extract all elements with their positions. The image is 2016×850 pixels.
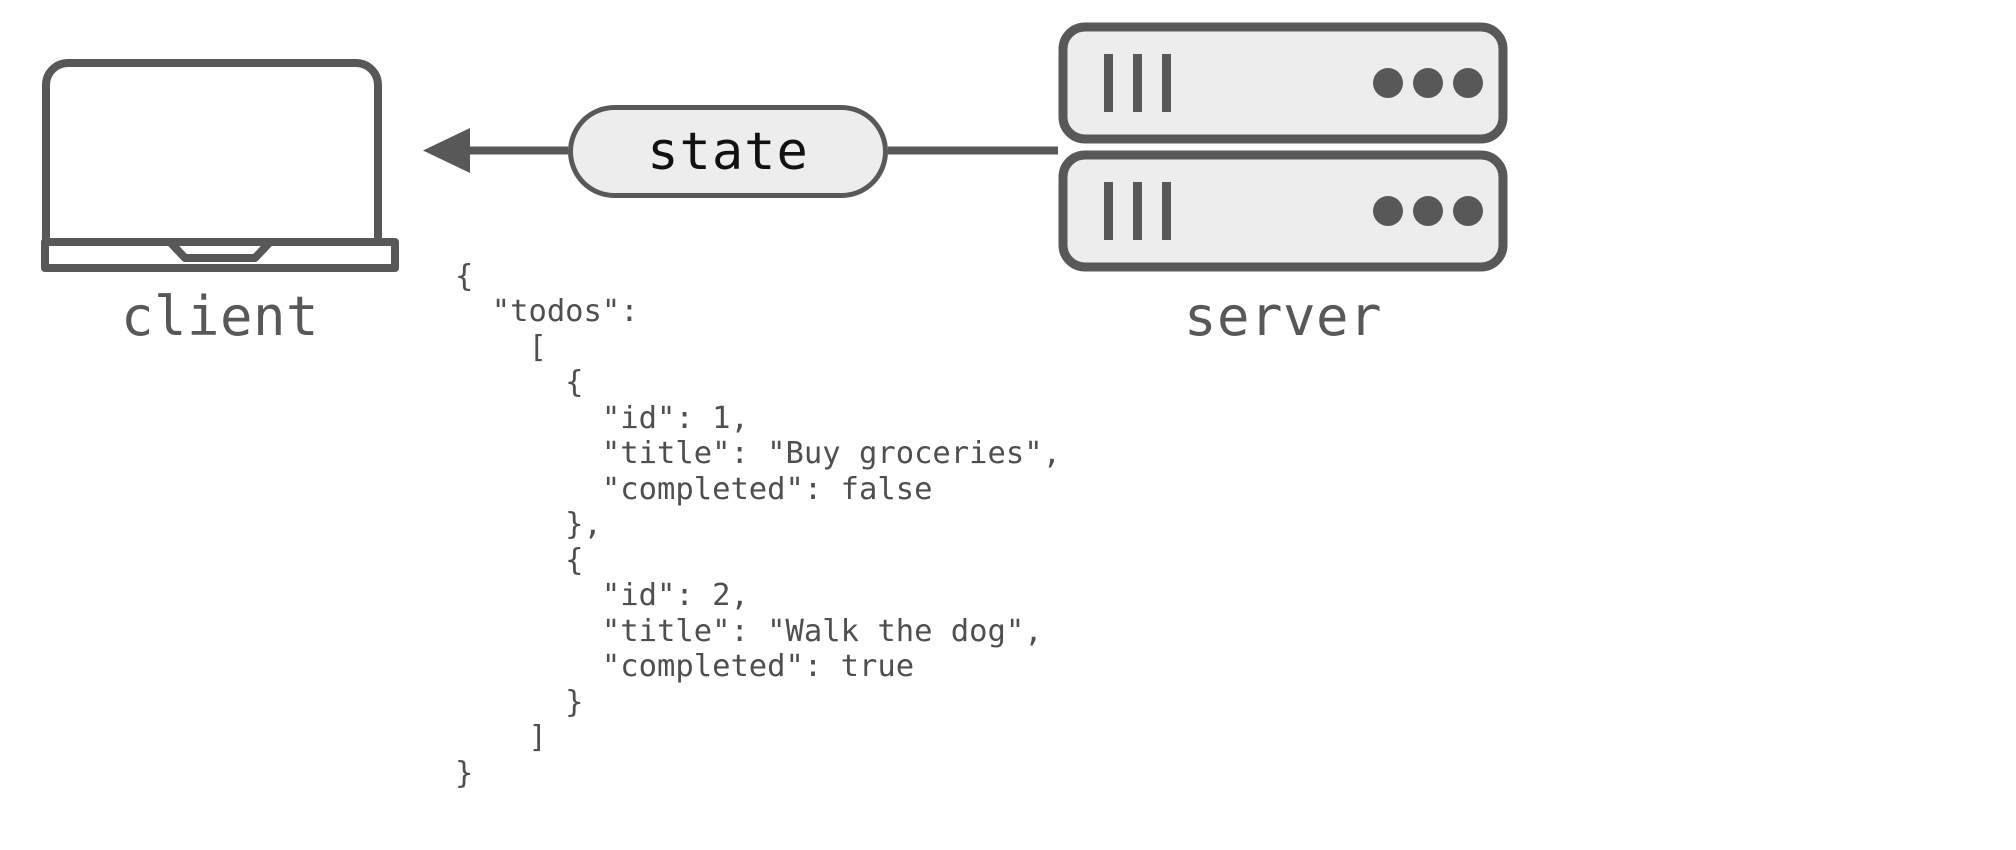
server-unit-2 [1058,150,1508,272]
server-node[interactable] [1058,22,1508,272]
server-rack-icon [1058,22,1508,272]
server-label: server [1183,285,1383,348]
client-label: client [120,285,320,348]
client-node[interactable] [40,30,400,275]
state-label: state [647,121,809,182]
laptop-icon [41,59,399,272]
state-arrowhead-icon [423,128,470,173]
state-edge-label-pill[interactable]: state [568,105,888,198]
server-unit-1 [1058,22,1508,144]
state-json-payload: { "todos": [ { "id": 1, "title": "Buy gr… [455,258,1061,791]
